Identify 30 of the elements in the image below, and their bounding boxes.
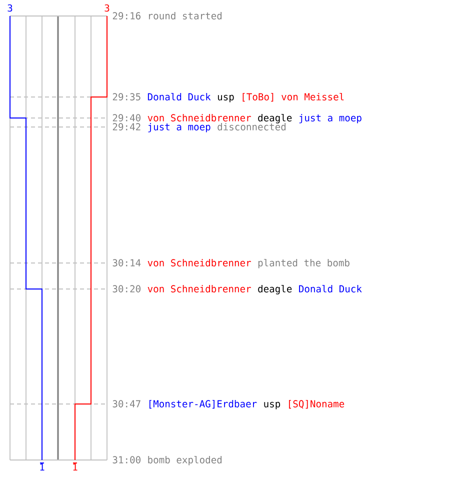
- event-text: bomb exploded: [148, 456, 222, 466]
- event-text: disconnected: [218, 123, 286, 130]
- timestamp: 29:16: [112, 12, 140, 20]
- event-text: planted the bomb: [258, 258, 350, 268]
- player-name: just a moep: [148, 123, 210, 132]
- player-name: [SQ]Noname: [289, 400, 344, 409]
- timestamp: 30:14: [112, 259, 141, 266]
- player-name: von Schneidbrenner: [148, 114, 251, 122]
- player-name: Donald Duck: [299, 284, 362, 292]
- player-name: Donald Duck: [148, 92, 211, 100]
- player-name: just a moep: [299, 114, 362, 124]
- team-count: 3: [104, 4, 110, 12]
- weapon-name: deagle: [258, 284, 292, 294]
- team-count: 3: [8, 4, 12, 12]
- weapon-name: usp: [264, 402, 280, 410]
- player-name: [ToBo] von Meissel: [242, 92, 344, 102]
- timestamp: 30:47: [112, 400, 140, 408]
- timestamp: 29:40: [112, 114, 140, 122]
- team-count: 1: [73, 464, 78, 470]
- timestamp: 31:00: [112, 456, 140, 464]
- weapon-name: usp: [218, 94, 234, 102]
- team-count: 1: [40, 464, 44, 470]
- player-name: von Schneidbrenner: [148, 285, 251, 292]
- event-text: round started: [149, 12, 222, 20]
- timestamp: 29:42: [112, 123, 140, 130]
- weapon-name: deagle: [258, 114, 292, 124]
- player-name: [Monster-AG]Erdbaer: [149, 400, 257, 409]
- timestamp: 29:35: [112, 93, 140, 100]
- timestamp: 30:20: [112, 285, 140, 292]
- player-name: von Schneidbrenner: [148, 259, 251, 266]
